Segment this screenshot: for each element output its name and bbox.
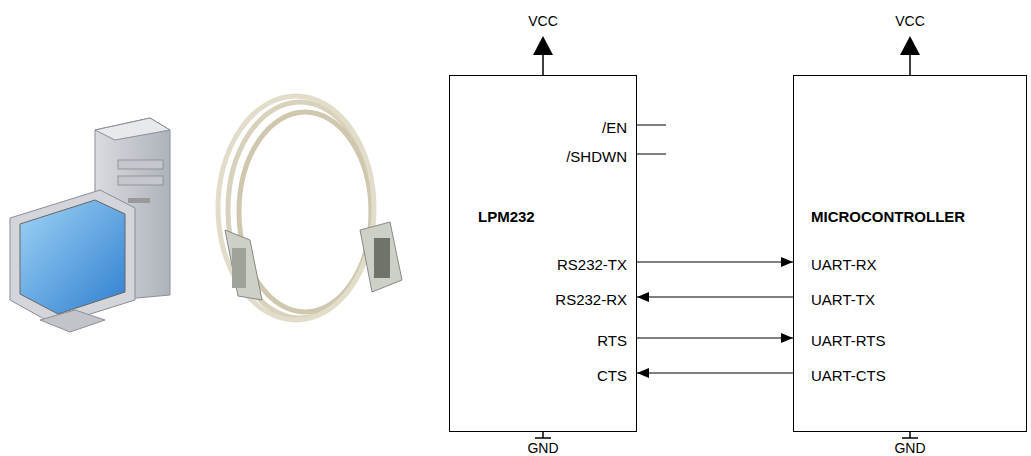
signal-arrow <box>637 296 793 297</box>
pin-name: RS232-TX <box>557 256 627 273</box>
power-label: VCC <box>895 13 925 29</box>
db9-connector <box>225 222 402 300</box>
pin-name: /EN <box>602 119 627 136</box>
signal-arrow <box>637 372 793 373</box>
pin-stub <box>637 125 666 154</box>
signal-arrow <box>637 261 793 262</box>
chip-name: MICROCONTROLLER <box>811 208 965 225</box>
pin-name: UART-CTS <box>811 367 886 384</box>
pin-name: UART-RX <box>811 256 877 273</box>
pin-name: RS232-RX <box>555 291 627 308</box>
computer-monitor <box>10 190 135 332</box>
ic-box: LPM232/EN/SHDWN RS232-TX RS232-RX RTS CTS <box>449 75 637 432</box>
serial-cable <box>218 96 374 320</box>
pin-name: UART-RTS <box>811 332 885 349</box>
pin-name: CTS <box>597 367 627 384</box>
ground-label: GND <box>894 440 925 456</box>
signal-arrow <box>637 337 793 338</box>
chip-name: LPM232 <box>478 208 535 225</box>
pin-name: UART-TX <box>811 291 875 308</box>
vcc-symbol <box>533 36 920 75</box>
power-label: VCC <box>528 13 558 29</box>
ground-symbol <box>535 432 918 438</box>
pin-name: RTS <box>597 332 627 349</box>
ground-label: GND <box>527 440 558 456</box>
pin-name: /SHDWN <box>566 148 627 165</box>
mcu-box: MICROCONTROLLER UART-RX UART-TX UART-RTS UAR… <box>793 75 1027 432</box>
